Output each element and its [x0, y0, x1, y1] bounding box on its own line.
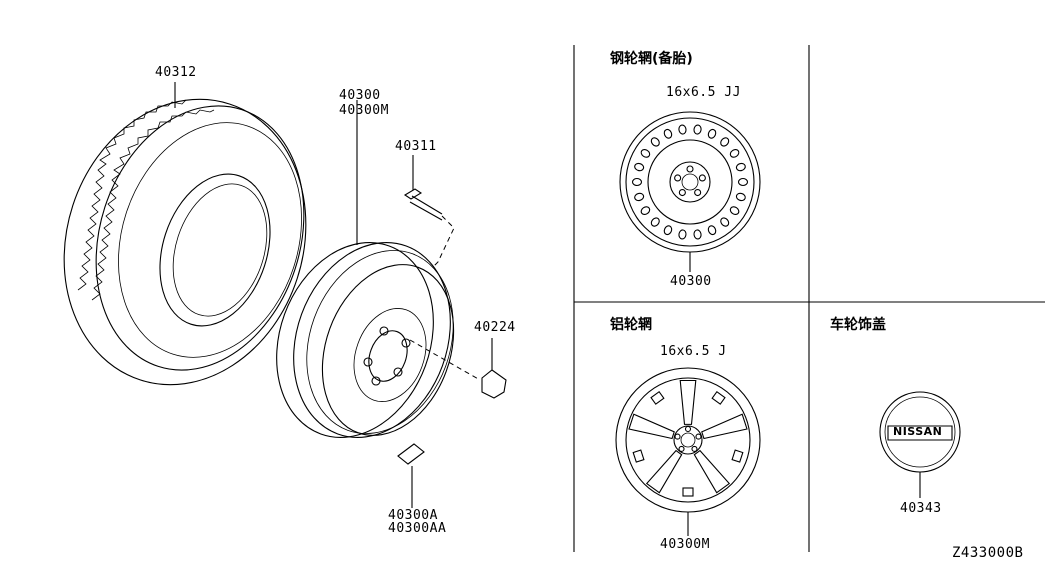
hub-cap-title: 车轮饰盖 — [830, 317, 886, 333]
wheel-drawing — [276, 100, 455, 438]
vent-hole — [729, 148, 740, 158]
alloy-wheel-title: 铝轮辋 — [610, 317, 652, 333]
spoke — [645, 449, 683, 494]
vent-hole — [640, 148, 651, 158]
lug-hole — [698, 174, 706, 182]
steel-wheel-part-number: 40300 — [670, 274, 712, 289]
vent-hole — [707, 225, 717, 236]
hub-cap-part-number: 40343 — [900, 501, 942, 516]
spoke — [693, 449, 731, 494]
window-notch — [682, 487, 694, 497]
vent-hole — [640, 206, 651, 216]
wheel-alt-part-number: 40300M — [339, 103, 389, 118]
nut-drawing — [409, 338, 507, 399]
wheel-part-number: 40300 — [339, 88, 381, 103]
vent-hole — [693, 124, 702, 135]
vent-hole — [707, 128, 717, 139]
vent-hole — [650, 137, 660, 147]
weight-part-number: 40300A — [388, 508, 438, 523]
vent-hole — [631, 177, 643, 187]
hub-cap-logo-text: NISSAN — [893, 425, 943, 438]
alloy-wheel-drawing — [615, 367, 761, 536]
diagram-id: Z433000B — [952, 545, 1024, 561]
vent-hole — [678, 124, 687, 135]
vent-hole — [729, 206, 740, 216]
lug-hole — [691, 445, 698, 452]
window-notch — [632, 449, 645, 463]
tire-part-number: 40312 — [155, 65, 197, 80]
lug-hole — [678, 445, 685, 452]
lug-hole — [694, 188, 702, 197]
window-notch — [711, 390, 726, 405]
alloy-wheel-part-number: 40300M — [660, 537, 710, 552]
spoke — [701, 413, 748, 440]
vent-hole — [737, 177, 749, 187]
lug-hole — [684, 425, 692, 433]
vent-hole — [634, 162, 645, 172]
vent-hole — [663, 225, 673, 236]
tire-drawing — [63, 82, 307, 386]
vent-hole — [720, 137, 730, 147]
hub-cap-drawing — [879, 391, 961, 498]
vent-hole — [735, 192, 746, 202]
vent-hole — [663, 128, 673, 139]
lug-hole — [686, 165, 694, 173]
vent-hole — [650, 217, 660, 227]
valve-part-number: 40311 — [395, 139, 437, 154]
vent-hole — [720, 217, 730, 227]
lug-hole — [678, 188, 686, 197]
lug-hole — [674, 174, 682, 182]
alloy-wheel-size: 16x6.5 J — [660, 344, 727, 359]
spoke — [679, 379, 697, 425]
nut-part-number: 40224 — [474, 320, 516, 335]
vent-hole — [678, 229, 687, 240]
vent-hole — [634, 192, 645, 202]
lug-hole — [674, 433, 681, 440]
lug-hole — [695, 433, 702, 440]
vent-hole — [735, 162, 746, 172]
spoke — [628, 413, 675, 440]
window-notch — [731, 449, 744, 463]
window-notch — [650, 390, 665, 405]
steel-wheel-title: 钢轮辋(备胎) — [610, 51, 693, 67]
panel-dividers — [573, 45, 1045, 552]
weight-drawing — [397, 443, 425, 508]
steel-wheel-size: 16x6.5 JJ — [666, 85, 741, 100]
vent-hole — [693, 229, 702, 240]
valve-drawing — [403, 155, 455, 269]
steel-wheel-drawing — [619, 111, 761, 272]
weight-alt-part-number: 40300AA — [388, 521, 447, 536]
